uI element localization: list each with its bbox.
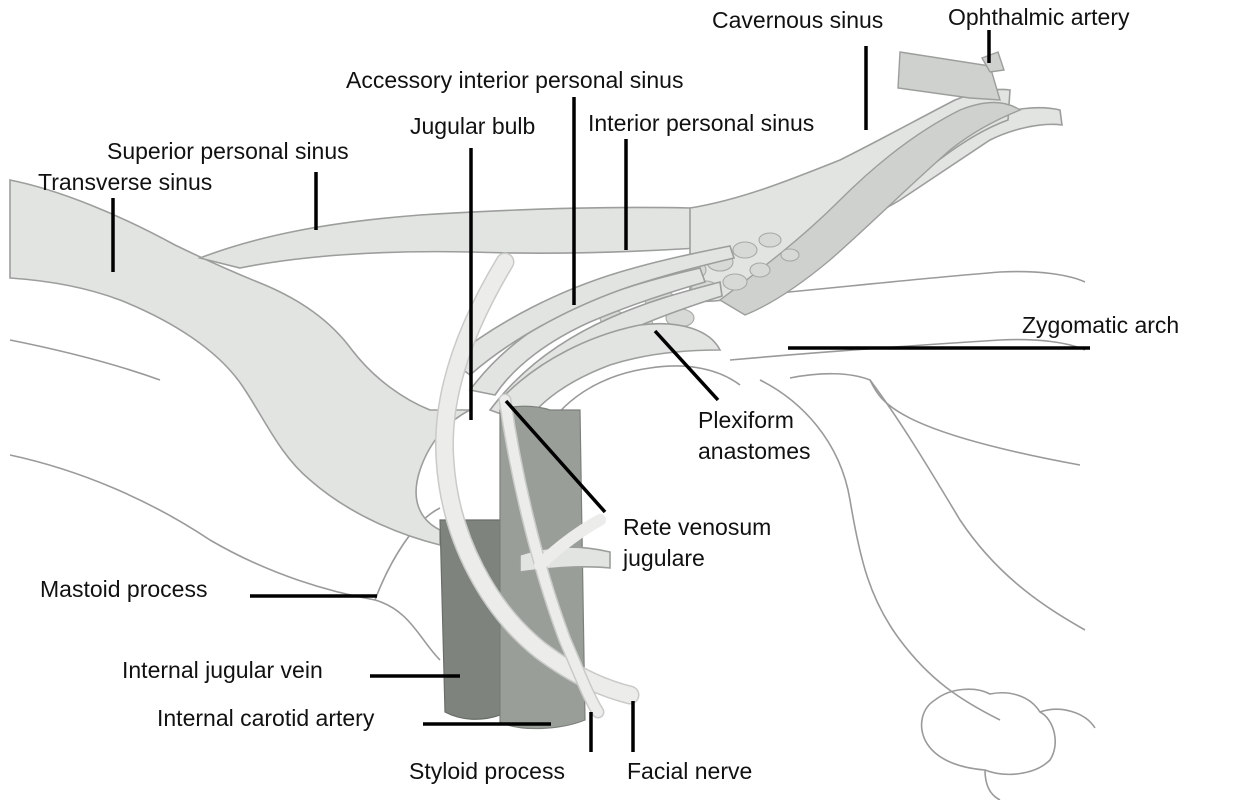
rete-venosum-shape [504, 322, 722, 432]
label-jugular-bulb: Jugular bulb [410, 113, 536, 139]
label-plexiform-anastomes-line2: anastomes [698, 438, 811, 465]
tooth-outline [920, 688, 1056, 776]
tooth-outline-2 [984, 708, 1096, 800]
label-ophthalmic-artery: Ophthalmic artery [948, 4, 1130, 30]
label-rete-venosum-jugulare: Rete venosum jugulare [623, 512, 771, 574]
label-rete-venosum-jugulare-line1: Rete venosum [623, 514, 772, 540]
label-plexiform-anastomes-line1: Plexiform [698, 407, 794, 433]
label-styloid-process: Styloid process [409, 758, 565, 784]
label-cavernous-sinus: Cavernous sinus [712, 7, 884, 33]
skull-base-outline [9, 454, 441, 661]
mastoid-outline [374, 507, 441, 601]
label-zygomatic-arch: Zygomatic arch [1022, 312, 1180, 338]
styloid-process-shape [500, 395, 603, 717]
label-facial-nerve: Facial nerve [627, 758, 753, 784]
carotid-siphon-shape [718, 101, 1022, 316]
label-internal-carotid-artery: Internal carotid artery [157, 705, 375, 731]
label-rete-venosum-jugulare-line2: jugulare [623, 545, 705, 572]
label-transverse-sinus: Transverse sinus [38, 169, 213, 195]
superior-petrosal-sinus-shape [197, 106, 1063, 269]
leader-plexiform-anastomes [653, 329, 720, 402]
nerve-branch-shape [534, 514, 606, 571]
label-superior-petrosal-sinus: Superior personal sinus [107, 138, 349, 164]
leader-rete-venosum-jugulare [504, 399, 607, 514]
label-accessory-inferior-petrosal-sinus: Accessory interior personal sinus [346, 67, 684, 93]
ramus-outline [869, 379, 1086, 631]
transverse-sinus-shape [9, 179, 471, 547]
petrous-band-shape [448, 245, 736, 377]
mandible-outline [759, 379, 1001, 721]
label-mastoid-process: Mastoid process [40, 576, 208, 602]
ophthalmic-artery-shape [897, 51, 1001, 101]
skull-upper-outline [9, 339, 161, 381]
label-inferior-petrosal-sinus: Interior personal sinus [588, 110, 815, 136]
condyle-outline [789, 372, 1081, 466]
label-plexiform-anastomes: Plexiform anastomes [698, 405, 811, 467]
label-internal-jugular-vein: Internal jugular vein [122, 657, 323, 683]
